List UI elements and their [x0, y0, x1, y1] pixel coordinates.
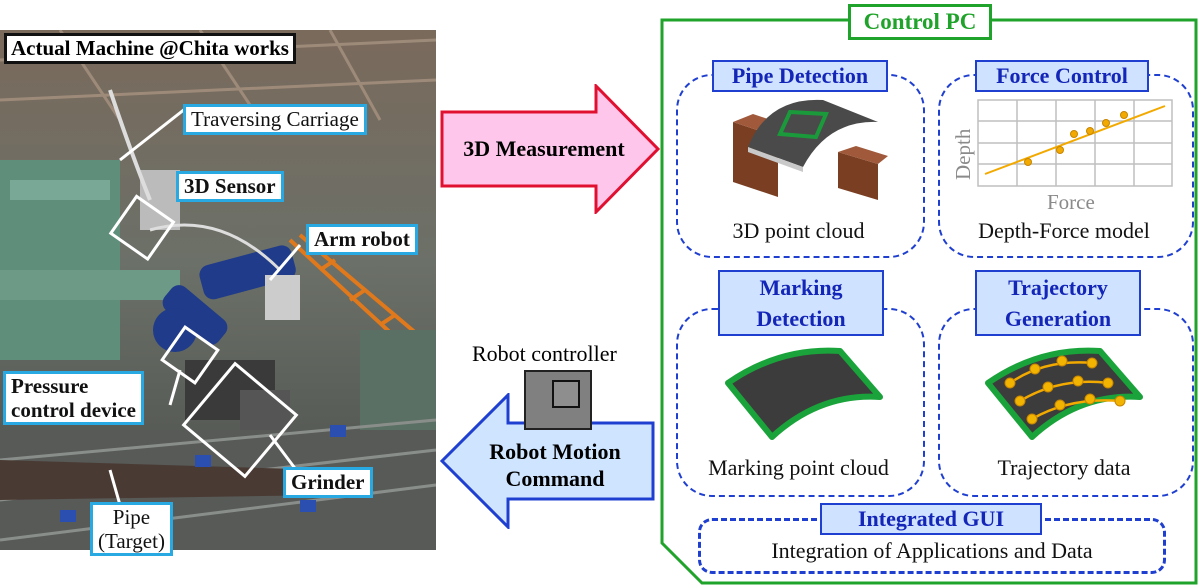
- command-arrow: [440, 393, 655, 529]
- force-chart-xlabel: Force: [1047, 190, 1095, 214]
- command-arrow-label: Robot Motion Command: [465, 438, 645, 492]
- robot-controller-label: Robot controller: [472, 341, 617, 366]
- force-control-caption: Depth-Force model: [978, 218, 1150, 243]
- pipe-line-2: (Target): [98, 529, 165, 553]
- label-pipe-target: Pipe (Target): [90, 502, 173, 556]
- force-control-title: Force Control: [975, 60, 1149, 92]
- control-pc-title: Control PC: [848, 4, 992, 40]
- marking-detection-title: Marking Detection: [718, 270, 884, 336]
- robot-controller-icon: [524, 370, 592, 430]
- measurement-arrow: [440, 84, 661, 214]
- trajectory-generation-caption: Trajectory data: [997, 455, 1131, 480]
- measurement-arrow-label: 3D Measurement: [463, 136, 625, 161]
- pipe-detection-title: Pipe Detection: [712, 60, 888, 92]
- label-traversing-carriage: Traversing Carriage: [183, 104, 367, 135]
- marking-point-cloud-icon: [725, 347, 883, 440]
- label-grinder: Grinder: [283, 467, 373, 498]
- photo-title: Actual Machine @Chita works: [4, 33, 296, 64]
- integrated-gui-title: Integrated GUI: [820, 503, 1042, 535]
- label-arm-robot: Arm robot: [306, 224, 418, 255]
- command-line-2: Command: [505, 466, 605, 491]
- pipe-point-cloud-icon: [733, 99, 888, 200]
- pipe-detection-caption: 3D point cloud: [732, 218, 865, 243]
- command-line-1: Robot Motion: [489, 439, 621, 464]
- pipe-line-1: Pipe: [112, 505, 151, 529]
- integrated-gui-caption: Integration of Applications and Data: [771, 538, 1093, 563]
- depth-force-chart: [977, 99, 1173, 187]
- label-3d-sensor: 3D Sensor: [176, 171, 284, 202]
- marking-title-line-1: Marking: [759, 275, 843, 300]
- trajectory-title-line-1: Trajectory: [1008, 275, 1108, 300]
- trajectory-generation-title: Trajectory Generation: [975, 270, 1141, 336]
- pressure-line-2: control device: [11, 398, 136, 422]
- marking-detection-caption: Marking point cloud: [708, 455, 889, 480]
- pressure-line-1: Pressure: [11, 374, 89, 398]
- label-pressure-control-device: Pressure control device: [3, 371, 144, 425]
- trajectory-data-icon: [985, 347, 1143, 440]
- force-chart-ylabel: Depth: [951, 128, 975, 180]
- marking-title-line-2: Detection: [756, 306, 846, 331]
- trajectory-title-line-2: Generation: [1004, 306, 1112, 331]
